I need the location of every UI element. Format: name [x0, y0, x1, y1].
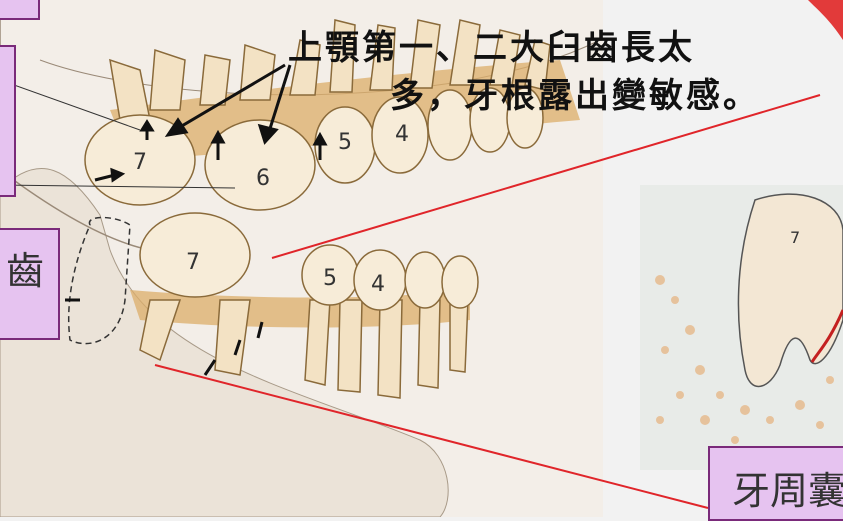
caption-line-2: 多，牙根露出變敏感。 [390, 68, 760, 117]
top-left-label-box [0, 0, 40, 20]
corner-decoration [808, 0, 843, 40]
left-label-box [0, 45, 16, 197]
missing-tooth-label-box: 齒 [0, 228, 60, 340]
periodontal-pocket-label: 牙周囊 [732, 460, 843, 515]
upper-tooth-6 [205, 120, 315, 210]
lower-tooth-2 [442, 256, 478, 308]
lower-tooth-3 [405, 252, 445, 308]
lower-tooth-label-4: 4 [371, 272, 385, 297]
missing-tooth-label: 齒 [6, 240, 44, 295]
upper-tooth-label-7: 7 [133, 150, 147, 175]
upper-tooth-label-5: 5 [338, 130, 352, 155]
periodontal-pocket-label-box: 牙周囊 [708, 446, 843, 521]
caption-line-1: 上顎第一、二大臼齒長太 [288, 20, 695, 69]
upper-tooth-label-4: 4 [395, 122, 409, 147]
inset-tooth-label-7: 7 [790, 228, 800, 247]
lower-tooth-label-5: 5 [323, 266, 337, 291]
lower-tooth-label-7: 7 [186, 250, 200, 275]
upper-tooth-label-6: 6 [256, 166, 270, 191]
